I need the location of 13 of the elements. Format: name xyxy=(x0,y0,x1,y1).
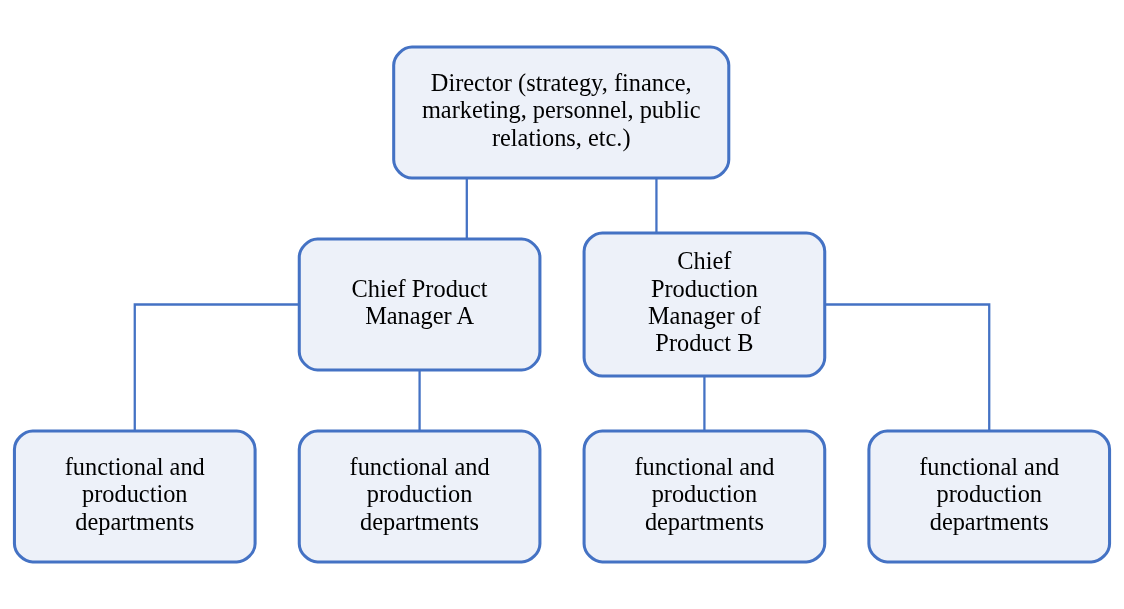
connector xyxy=(133,303,300,431)
node-box: functional and production departments xyxy=(582,429,827,564)
node-box: functional and production departments xyxy=(867,429,1112,564)
connector xyxy=(465,178,468,239)
connector xyxy=(655,178,658,233)
node-box: Chief Production Manager of Product B xyxy=(582,231,827,378)
node-box: functional and production departments xyxy=(12,429,257,564)
connector xyxy=(418,370,421,431)
node-box: Chief Product Manager A xyxy=(297,237,542,372)
node-box: functional and production departments xyxy=(297,429,542,564)
connector xyxy=(703,376,706,431)
connector xyxy=(824,303,991,431)
node-box: Director (strategy, finance, marketing, personnel, public relations, etc.) xyxy=(392,45,731,180)
